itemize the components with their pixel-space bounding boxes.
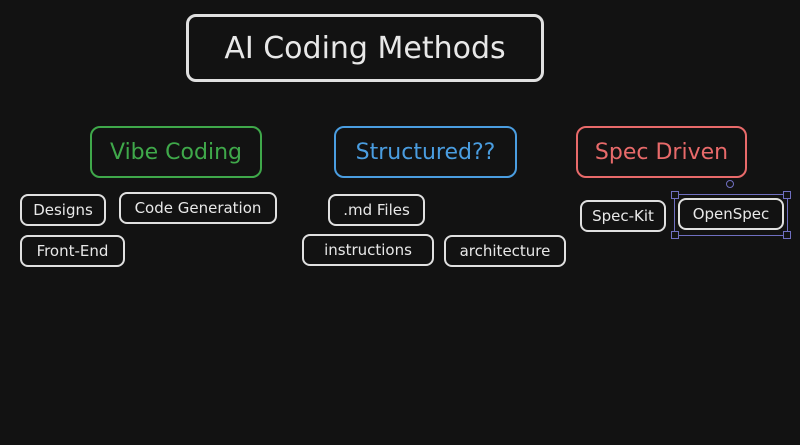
item-md-files[interactable]: .md Files: [328, 194, 425, 226]
item-front-end[interactable]: Front-End: [20, 235, 125, 267]
resize-handle[interactable]: [783, 191, 791, 199]
category-structured[interactable]: Structured??: [334, 126, 517, 178]
item-architecture[interactable]: architecture: [444, 235, 566, 267]
category-vibe-coding[interactable]: Vibe Coding: [90, 126, 262, 178]
resize-handle[interactable]: [671, 191, 679, 199]
item-designs[interactable]: Designs: [20, 194, 106, 226]
diagram-title[interactable]: AI Coding Methods: [186, 14, 544, 82]
item-code-generation[interactable]: Code Generation: [119, 192, 277, 224]
rotate-handle[interactable]: [726, 180, 734, 188]
item-instructions[interactable]: instructions: [302, 234, 434, 266]
resize-handle[interactable]: [783, 231, 791, 239]
resize-handle[interactable]: [671, 231, 679, 239]
selection-box[interactable]: [674, 194, 788, 236]
category-spec-driven[interactable]: Spec Driven: [576, 126, 747, 178]
item-openspec[interactable]: OpenSpec: [678, 198, 784, 230]
item-spec-kit[interactable]: Spec-Kit: [580, 200, 666, 232]
